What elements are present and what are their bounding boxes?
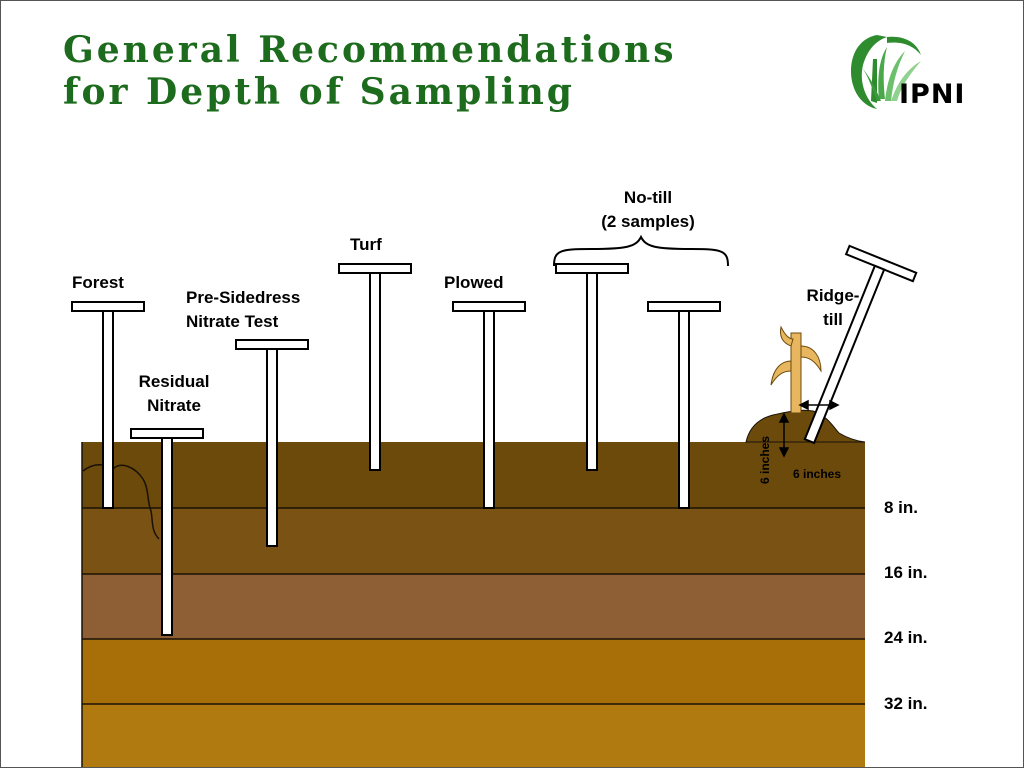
depth-label-32: 32 in. [884,694,928,713]
soil-layer-8-16 [82,508,865,574]
forest-probe [71,301,145,509]
soil-layer-0-8 [82,442,865,508]
label-notill-line-2: (2 samples) [601,212,695,231]
label-residual-nitrate-line-2: Nitrate [147,396,201,415]
ridge-mound [745,409,866,443]
label-plowed: Plowed [444,273,504,292]
notill-probe-1 [555,263,629,471]
soil-layer-16-24 [82,574,865,639]
ridge-plant [770,325,822,414]
pre-sidedress-probe [235,339,309,547]
label-turf: Turf [350,235,382,254]
label-residual-nitrate: Residual Nitrate [125,370,223,418]
logo-text: IPNI [899,79,966,110]
slide-title: General Recommendations for Depth of Sam… [63,29,677,113]
label-notill-line-1: No-till [623,188,673,207]
grass-leaves-logo-icon [851,35,921,109]
turf-probe [338,263,412,471]
label-notill: No-till (2 samples) [581,186,715,234]
label-pre-sidedress-line-2: Nitrate Test [186,312,279,331]
soil-layer-24-32 [82,639,865,704]
label-pre-sidedress-line-1: Pre-Sidedress [186,288,301,307]
vertical-arrow [778,412,790,458]
label-six-inches-horizontal: 6 inches [793,467,842,481]
label-ridge-till-line-1: Ridge- [806,286,860,305]
soil-layer-below-32 [82,704,865,767]
notill-brace [553,234,729,267]
title-line-2: for Depth of Sampling [63,71,575,113]
plowed-probe [452,301,526,509]
label-pre-sidedress: Pre-Sidedress Nitrate Test [186,286,300,334]
label-six-inches-vertical: 6 inches [758,435,772,485]
depth-label-16: 16 in. [884,563,928,582]
depth-label-24: 24 in. [884,628,928,647]
notill-probe-2 [647,301,721,509]
label-ridge-till-line-2: till [823,310,843,329]
label-forest: Forest [72,273,124,292]
ridge-till-probe [803,244,918,445]
horizontal-arrow [798,399,840,411]
title-line-1: General Recommendations [63,29,677,71]
label-residual-nitrate-line-1: Residual [138,372,210,391]
label-ridge-till: Ridge- till [794,284,872,332]
residual-nitrate-probe [130,428,204,636]
depth-label-8: 8 in. [884,498,919,517]
